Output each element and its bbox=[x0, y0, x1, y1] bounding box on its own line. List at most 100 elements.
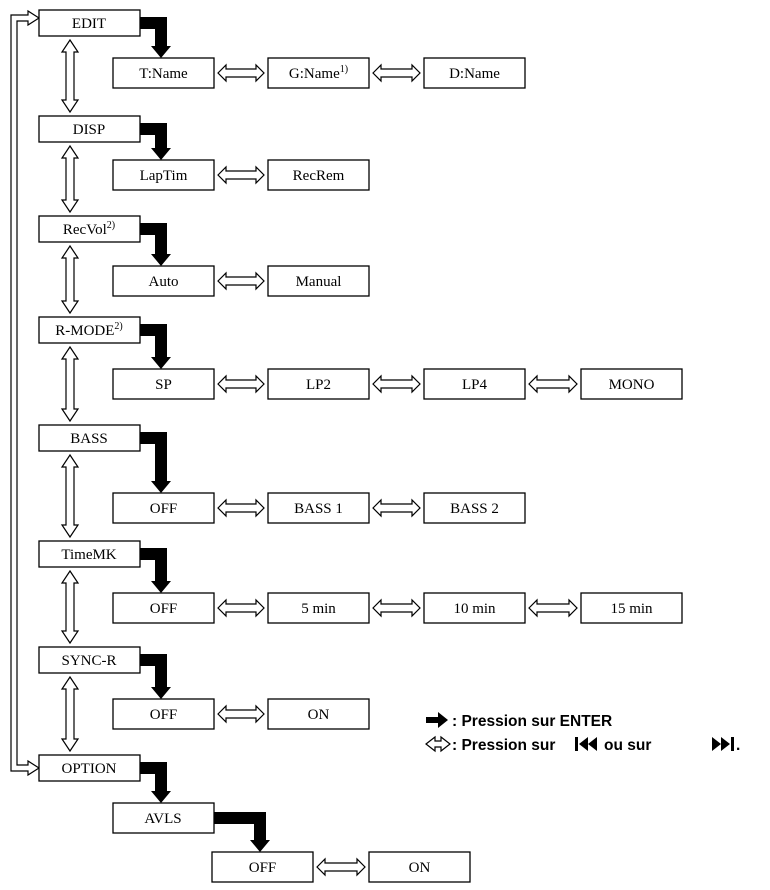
svg-text:OFF: OFF bbox=[150, 501, 178, 517]
menu-item-label: BASS bbox=[70, 431, 108, 447]
skip-arrow-0-1 bbox=[372, 63, 421, 83]
footnote-marker: 2) bbox=[107, 220, 115, 231]
enter-arrow-icon bbox=[426, 712, 448, 728]
option-label: ON bbox=[308, 707, 330, 723]
skip-arrow-5-2 bbox=[528, 598, 578, 618]
svg-text:SYNC-R: SYNC-R bbox=[61, 653, 116, 669]
cycle-arrow-1 bbox=[60, 144, 80, 214]
option-label: 10 min bbox=[453, 601, 496, 617]
menu-item-timemk: TimeMK bbox=[38, 540, 141, 568]
menu-item-r-mode: R-MODE2) bbox=[38, 316, 141, 344]
option-10-min: 10 min bbox=[423, 592, 526, 624]
option-label: LapTim bbox=[140, 168, 188, 184]
menu-item-recvol: RecVol2) bbox=[38, 215, 141, 243]
option-off: OFF bbox=[211, 851, 314, 883]
option-on: ON bbox=[267, 698, 370, 730]
menu-item-sync-r: SYNC-R bbox=[38, 646, 141, 674]
option-label: OFF bbox=[249, 860, 277, 876]
svg-text:BASS: BASS bbox=[70, 431, 108, 447]
option-lp2: LP2 bbox=[267, 368, 370, 400]
menu-item-label: EDIT bbox=[72, 16, 106, 32]
svg-text:AVLS: AVLS bbox=[144, 811, 181, 827]
cycle-arrow-3 bbox=[60, 345, 80, 423]
enter-arrow-2 bbox=[140, 223, 171, 266]
option-label: T:Name bbox=[139, 66, 188, 82]
enter-arrow-0 bbox=[140, 17, 171, 58]
option-recrem: RecRem bbox=[267, 159, 370, 191]
option-mono: MONO bbox=[580, 368, 683, 400]
enter-arrow-5 bbox=[140, 548, 171, 593]
option-auto: Auto bbox=[112, 265, 215, 297]
svg-text:BASS 2: BASS 2 bbox=[450, 501, 499, 517]
enter-arrow-3 bbox=[140, 324, 171, 369]
skip-arrow-6-0 bbox=[217, 704, 265, 724]
option-15-min: 15 min bbox=[580, 592, 683, 624]
menu-item-label: R-MODE bbox=[55, 323, 114, 339]
option-label: MONO bbox=[609, 377, 655, 393]
menu-item-label: OPTION bbox=[62, 761, 117, 777]
svg-text:RecRem: RecRem bbox=[293, 168, 345, 184]
option-bass-1: BASS 1 bbox=[267, 492, 370, 524]
svg-text:RecVol2): RecVol2) bbox=[63, 220, 115, 238]
legend: : Pression sur ENTER : Pression sur ou s… bbox=[425, 712, 740, 754]
menu-item-label: RecVol bbox=[63, 222, 107, 238]
svg-text:TimeMK: TimeMK bbox=[61, 547, 116, 563]
menu-item-edit: EDIT bbox=[38, 9, 141, 37]
legend-skip-prefix: : Pression sur bbox=[452, 737, 555, 754]
double-arrow-icon bbox=[425, 735, 451, 753]
previous-track-icon bbox=[575, 737, 597, 751]
svg-text:OFF: OFF bbox=[150, 601, 178, 617]
option-label: ON bbox=[409, 860, 431, 876]
option-label: G:Name bbox=[289, 66, 340, 82]
option-label: SP bbox=[155, 377, 172, 393]
option-5-min: 5 min bbox=[267, 592, 370, 624]
option-label: Auto bbox=[149, 274, 179, 290]
svg-text:ON: ON bbox=[308, 707, 330, 723]
menu-item-disp: DISP bbox=[38, 115, 141, 143]
svg-text:Auto: Auto bbox=[149, 274, 179, 290]
skip-arrow-4-1 bbox=[372, 498, 421, 518]
skip-arrow-0-0 bbox=[217, 63, 265, 83]
option-label: OFF bbox=[150, 501, 178, 517]
option-label: BASS 1 bbox=[294, 501, 343, 517]
svg-text:OFF: OFF bbox=[150, 707, 178, 723]
option-off: OFF bbox=[112, 492, 215, 524]
svg-text:OFF: OFF bbox=[249, 860, 277, 876]
return-loop-arrow bbox=[10, 9, 41, 777]
option-label: 15 min bbox=[610, 601, 653, 617]
cycle-arrow-4 bbox=[60, 453, 80, 539]
skip-arrow-1-0 bbox=[217, 165, 265, 185]
menu-item-label: SYNC-R bbox=[61, 653, 116, 669]
svg-text:OPTION: OPTION bbox=[62, 761, 117, 777]
svg-text:T:Name: T:Name bbox=[139, 66, 188, 82]
svg-text:LapTim: LapTim bbox=[140, 168, 188, 184]
option-off: OFF bbox=[112, 592, 215, 624]
option-label: 5 min bbox=[301, 601, 336, 617]
legend-enter-text: : Pression sur ENTER bbox=[452, 713, 612, 730]
svg-text:EDIT: EDIT bbox=[72, 16, 106, 32]
legend-skip-middle: ou sur bbox=[604, 737, 651, 754]
option-g-name: G:Name1) bbox=[267, 57, 370, 89]
enter-arrow-6 bbox=[140, 654, 171, 699]
cycle-arrow-5 bbox=[60, 569, 80, 645]
skip-arrow-avls-0 bbox=[316, 857, 366, 877]
enter-arrow-4 bbox=[140, 432, 171, 493]
skip-arrow-3-0 bbox=[217, 374, 265, 394]
option-label: RecRem bbox=[293, 168, 345, 184]
svg-text:LP4: LP4 bbox=[462, 377, 488, 393]
menu-item-option: OPTION bbox=[38, 754, 141, 782]
next-track-icon bbox=[712, 737, 734, 751]
option-bass-2: BASS 2 bbox=[423, 492, 526, 524]
option-label: LP2 bbox=[306, 377, 331, 393]
option-manual: Manual bbox=[267, 265, 370, 297]
skip-arrow-4-0 bbox=[217, 498, 265, 518]
skip-arrow-3-1 bbox=[372, 374, 421, 394]
option-label: OFF bbox=[150, 601, 178, 617]
svg-text:15 min: 15 min bbox=[610, 601, 653, 617]
svg-text:SP: SP bbox=[155, 377, 172, 393]
skip-arrow-5-1 bbox=[372, 598, 421, 618]
option-off: OFF bbox=[112, 698, 215, 730]
svg-text:R-MODE2): R-MODE2) bbox=[55, 321, 123, 339]
